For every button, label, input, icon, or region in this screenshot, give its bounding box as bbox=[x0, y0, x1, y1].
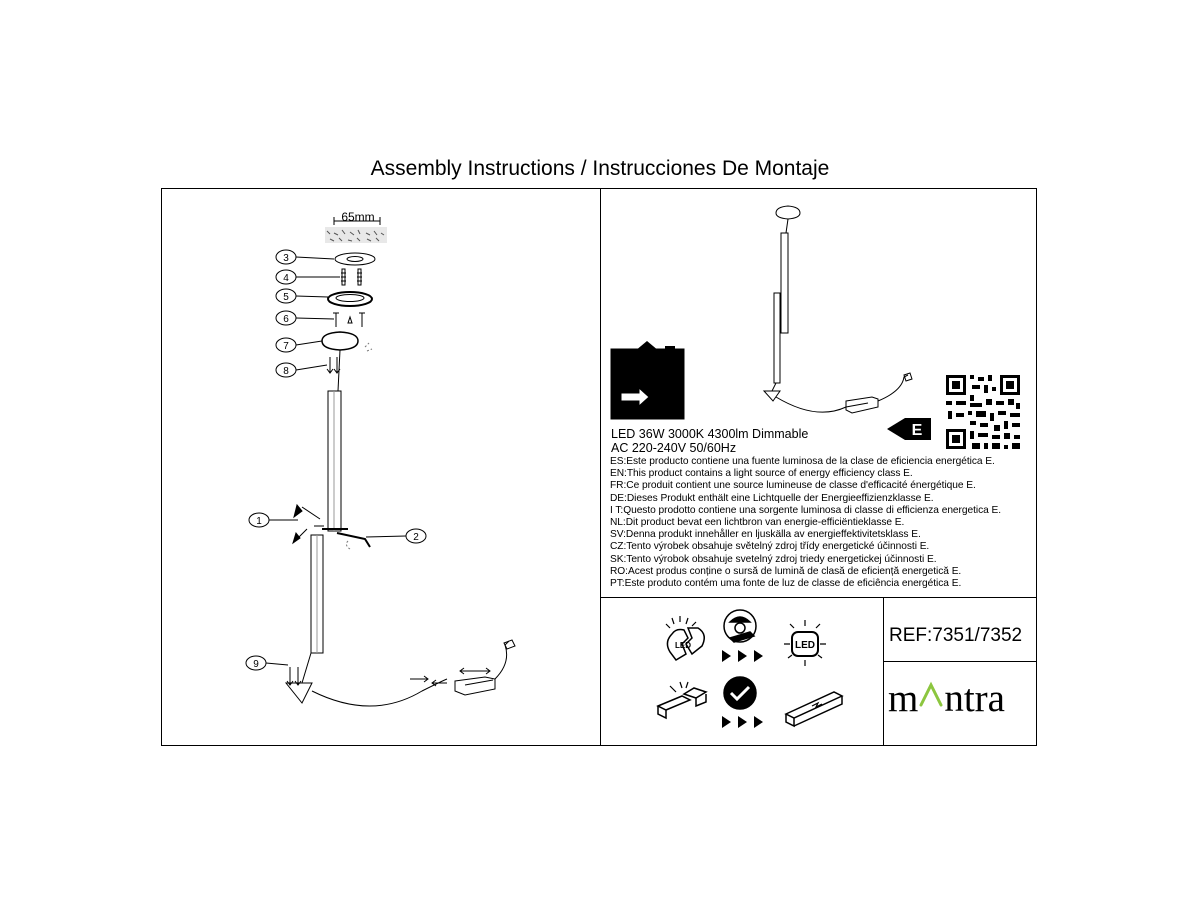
wall-anchors bbox=[341, 268, 362, 286]
brand-logo-accent bbox=[918, 681, 944, 711]
next-step-arrows bbox=[722, 650, 763, 728]
energy-statement-it: I T:Questo prodotto contiene una sorgent… bbox=[610, 504, 1002, 516]
arrow-down-icon bbox=[326, 357, 334, 374]
page-title: Assembly Instructions / Instrucciones De… bbox=[370, 157, 830, 180]
broken-driver-icon bbox=[656, 681, 708, 720]
energy-class-arrow bbox=[887, 418, 931, 440]
callout-2: 2 bbox=[413, 532, 419, 543]
pictogram-panel: LED LED bbox=[656, 609, 844, 728]
screws bbox=[333, 312, 365, 327]
assembled-canopy bbox=[775, 205, 801, 220]
energy-class-label: E bbox=[912, 422, 923, 439]
assembled-lamp-diagram: E bbox=[610, 205, 1021, 450]
dimension-label: 65mm bbox=[341, 210, 374, 224]
energy-statement-fr: FR:Ce produit contient une source lumine… bbox=[610, 480, 976, 492]
callout-1: 1 bbox=[256, 516, 262, 527]
broken-led-label: LED bbox=[675, 641, 691, 650]
energy-statement-en: EN:This product contains a light source … bbox=[610, 468, 913, 480]
ref-divider bbox=[883, 597, 884, 745]
led-chip-icon bbox=[784, 620, 826, 666]
energy-statements: ES:Este producto contiene una fuente lum… bbox=[610, 456, 1001, 590]
allen-key bbox=[322, 528, 371, 548]
info-divider bbox=[600, 597, 1036, 598]
energy-statement-es: ES:Este producto contiene una fuente lum… bbox=[610, 456, 995, 467]
new-driver-icon bbox=[784, 691, 844, 728]
suspension-cable bbox=[337, 349, 341, 392]
check-circle-icon bbox=[723, 676, 757, 710]
energy-statement-sk: SK:Tento výrobok obsahuje svetelný zdroj… bbox=[610, 553, 937, 565]
arrow-right-icon bbox=[410, 675, 429, 683]
spec-line-2: AC 220-240V 50/60Hz bbox=[611, 441, 737, 455]
energy-statement-cz: CZ:Tento výrobek obsahuje světelný zdroj… bbox=[610, 541, 930, 553]
shade-cone bbox=[284, 682, 313, 704]
ref-logo-divider bbox=[883, 661, 1036, 662]
energy-statement-nl: NL:Dit product bevat een lichtbron van e… bbox=[610, 517, 905, 529]
indoor-use-icon bbox=[610, 341, 685, 420]
panel-divider bbox=[600, 189, 601, 745]
energy-statement-sv: SV:Denna produkt innehåller en ljuskälla… bbox=[610, 529, 921, 541]
technician-icon bbox=[723, 609, 757, 643]
canopy bbox=[321, 331, 359, 351]
power-cord bbox=[311, 678, 448, 707]
callout-4: 4 bbox=[283, 273, 289, 284]
arrow-up-icon bbox=[293, 503, 303, 519]
energy-statement-ro: RO:Acest produs conține o sursă de lumin… bbox=[610, 565, 962, 577]
ceiling-hatch bbox=[325, 227, 387, 243]
callout-6: 6 bbox=[283, 314, 289, 325]
part-callouts bbox=[245, 249, 427, 671]
energy-statement-de: DE:Dieses Produkt enthält eine Lichtquel… bbox=[610, 492, 934, 504]
arrow-left-icon bbox=[431, 679, 447, 687]
brand-logo-left: m bbox=[888, 677, 919, 720]
assembled-shade bbox=[762, 390, 781, 402]
callout-8: 8 bbox=[283, 366, 289, 377]
callout-5: 5 bbox=[283, 292, 289, 303]
energy-statement-pt: PT:Este produto contém uma fonte de luz … bbox=[610, 578, 962, 590]
mounting-bracket bbox=[327, 291, 373, 307]
assembly-diagram: 3 4 5 6 7 8 1 2 9 65mm bbox=[245, 210, 516, 707]
ceiling-plate-part bbox=[334, 252, 376, 266]
arrow-both-icon bbox=[459, 667, 491, 675]
instruction-frame bbox=[161, 188, 1037, 746]
qr-code bbox=[945, 374, 1021, 450]
broken-led-icon bbox=[665, 616, 705, 661]
assembled-upper-tube bbox=[780, 232, 789, 334]
led-driver bbox=[454, 676, 496, 696]
assembled-lower-tube bbox=[773, 292, 781, 384]
spec-line-1: LED 36W 3000K 4300lm Dimmable bbox=[611, 427, 809, 441]
callout-9: 9 bbox=[253, 659, 259, 670]
assembled-driver bbox=[845, 396, 879, 414]
brand-logo-right: ntra bbox=[944, 677, 1005, 720]
mains-plug-cord bbox=[494, 640, 510, 680]
led-chip-label: LED bbox=[795, 640, 815, 651]
product-reference: REF:7351/7352 bbox=[889, 625, 1023, 646]
callout-7: 7 bbox=[283, 341, 289, 352]
callout-3: 3 bbox=[283, 253, 289, 264]
arrow-down-icon-2 bbox=[286, 667, 294, 686]
